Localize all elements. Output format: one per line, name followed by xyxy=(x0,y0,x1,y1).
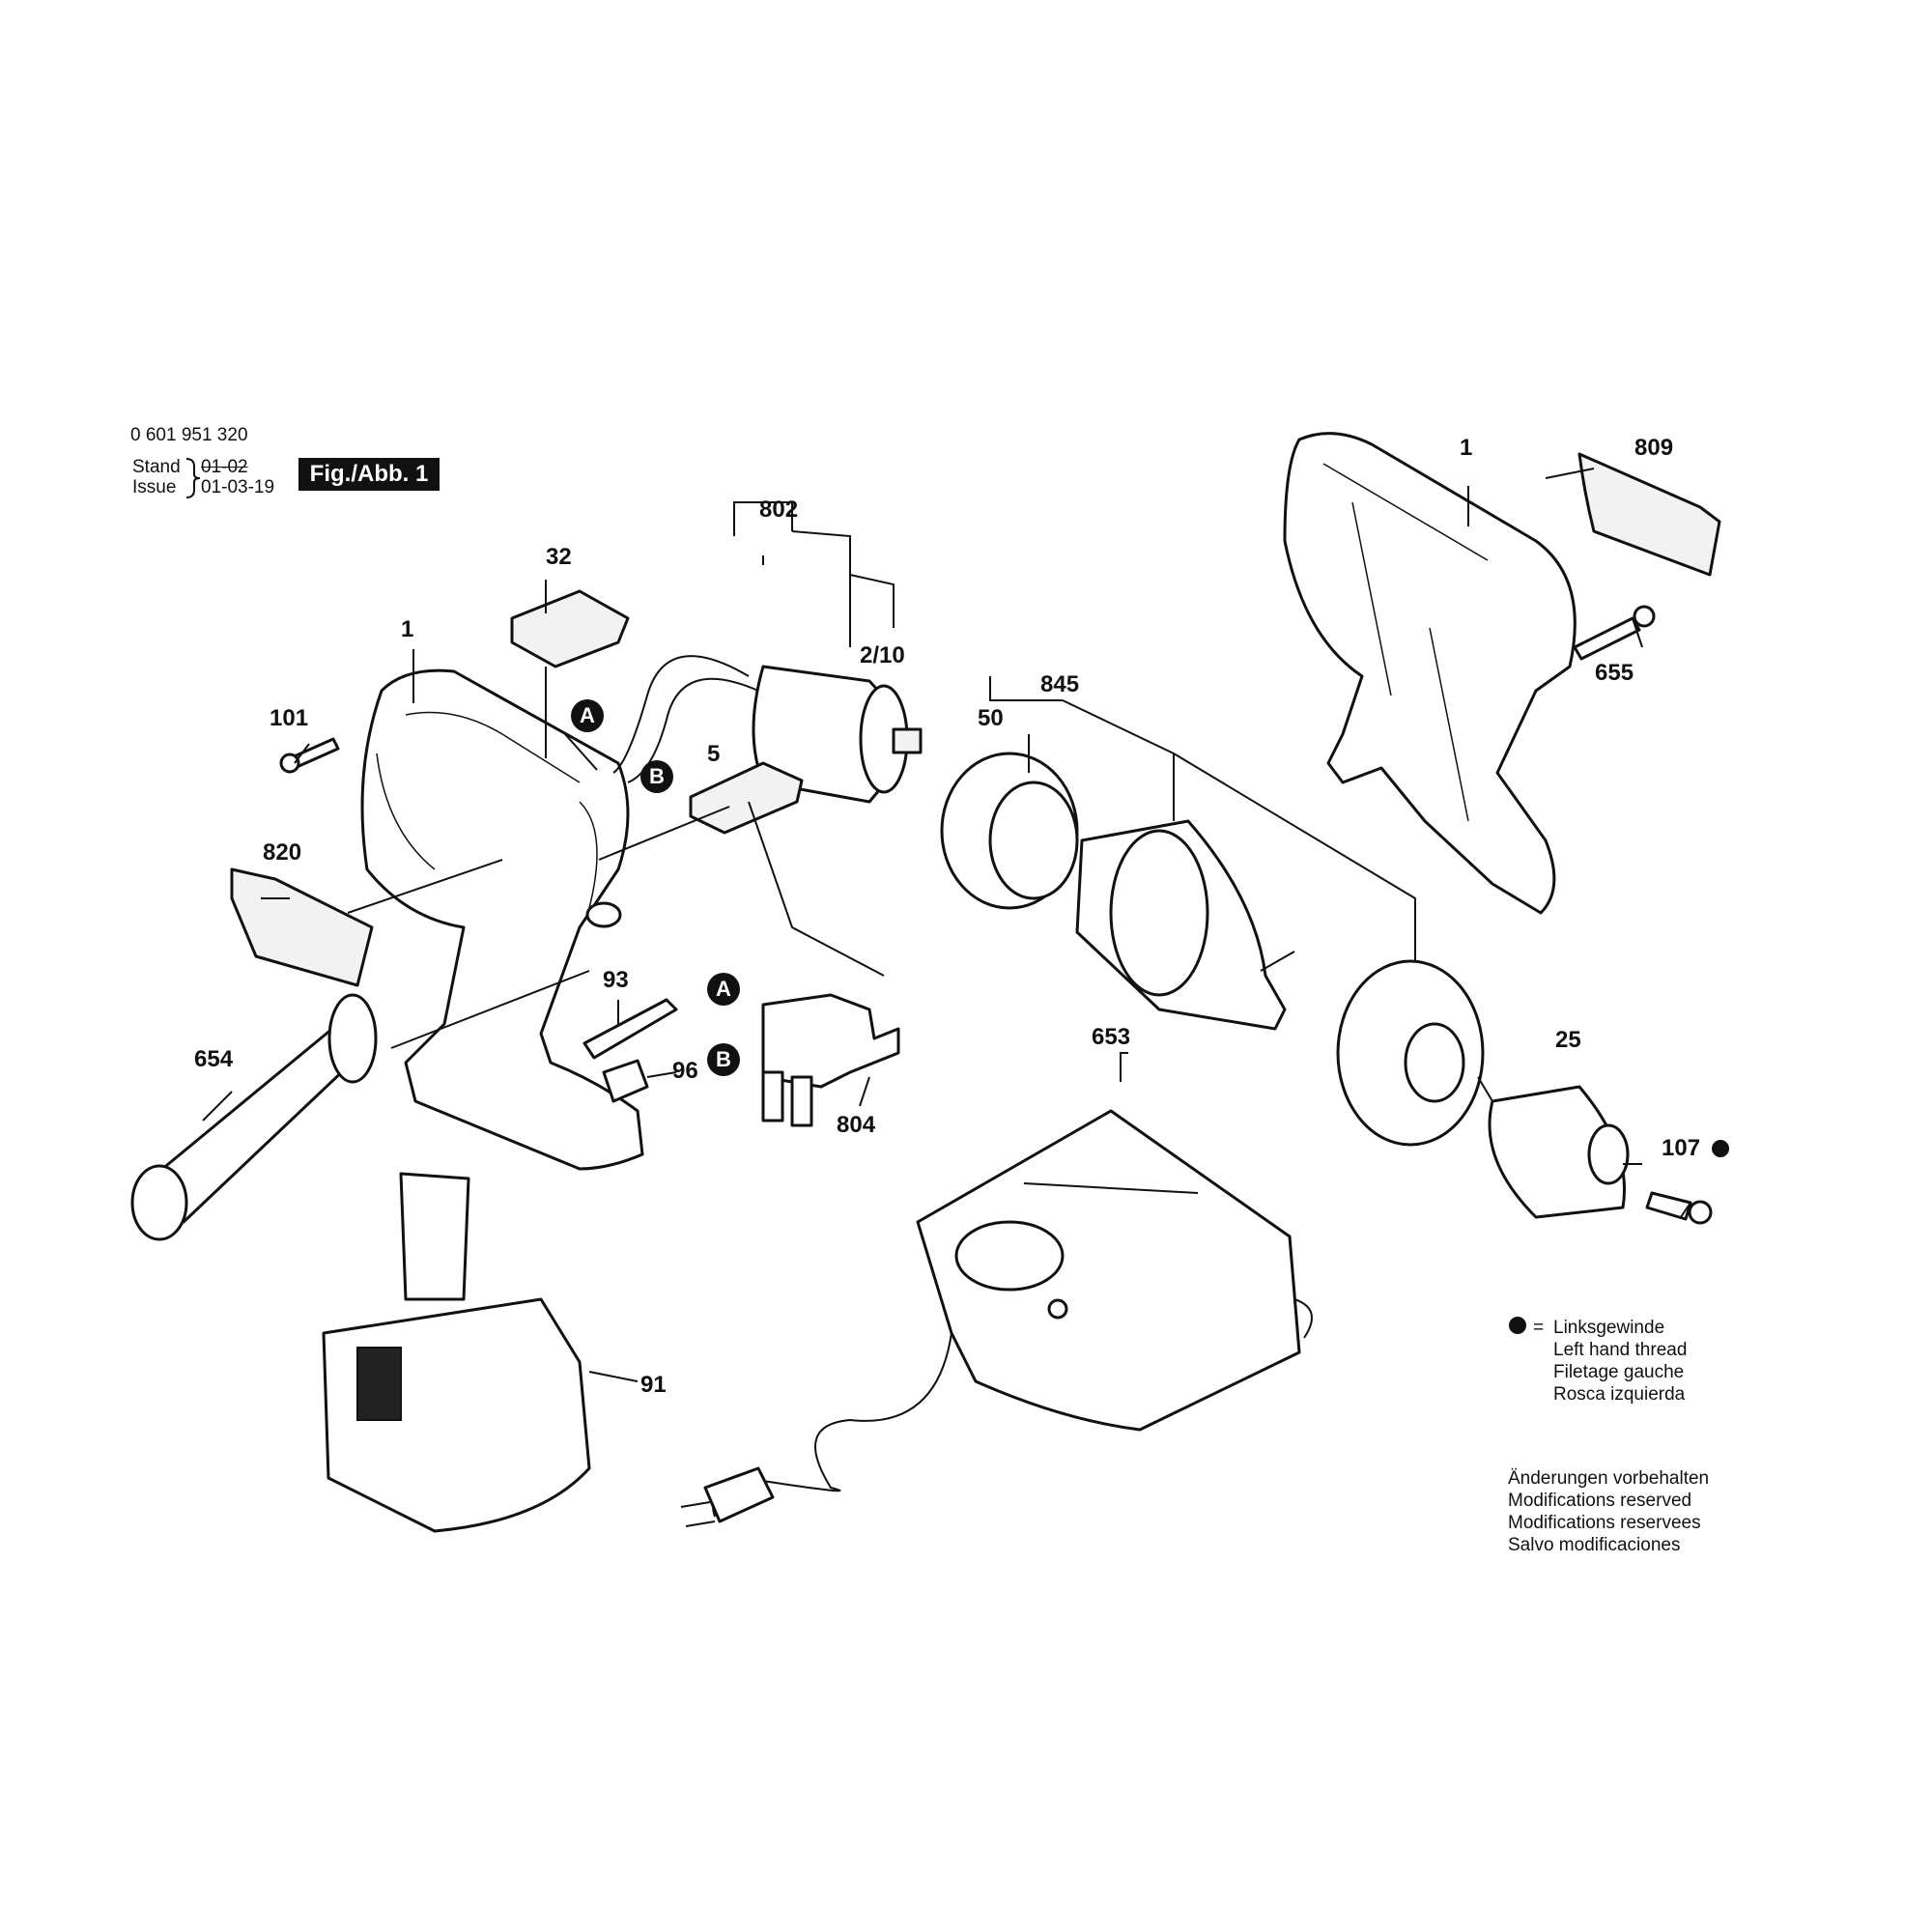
cover-32 xyxy=(510,589,630,668)
marker-a-upper: A xyxy=(571,699,604,732)
callout-820: 820 xyxy=(263,839,302,866)
callout-845: 845 xyxy=(1040,671,1080,697)
callout-654: 654 xyxy=(194,1046,234,1072)
callout-802: 802 xyxy=(759,497,799,523)
callout-96: 96 xyxy=(672,1058,698,1084)
callout-809: 809 xyxy=(1634,435,1674,461)
battery-91 xyxy=(322,1172,591,1533)
callout-1-left: 1 xyxy=(401,616,414,642)
callout-32: 32 xyxy=(546,544,572,570)
legend-equals: = xyxy=(1533,1318,1545,1338)
leader-lines xyxy=(202,468,1691,1382)
legend-thread-en: Left hand thread xyxy=(1553,1340,1688,1360)
ring-50 xyxy=(940,752,1079,910)
screw-107 xyxy=(1645,1191,1713,1225)
callout-804: 804 xyxy=(837,1112,876,1138)
callout-25: 25 xyxy=(1555,1027,1581,1053)
housing-right-half xyxy=(1283,432,1577,915)
gear-ring xyxy=(1336,959,1485,1147)
callout-5: 5 xyxy=(707,741,721,767)
legend-modifications-de: Änderungen vorbehalten xyxy=(1508,1468,1710,1489)
legend-thread-fr: Filetage gauche xyxy=(1553,1362,1685,1382)
marker-b-lower: B xyxy=(707,1043,740,1076)
callout-50: 50 xyxy=(978,705,1004,731)
part-5 xyxy=(689,761,804,835)
housing-left-half xyxy=(360,668,644,1171)
marker-a-lower: A xyxy=(707,973,740,1006)
gearbox-845 xyxy=(1075,819,1295,1031)
stand-value: 01-02 xyxy=(201,457,248,477)
callout-653: 653 xyxy=(1092,1024,1131,1050)
left-hand-thread-dot-107 xyxy=(1712,1140,1729,1157)
legend-modifications-en: Modifications reserved xyxy=(1508,1491,1692,1511)
bit-holder-96 xyxy=(602,1059,649,1103)
brace-symbol xyxy=(185,458,201,498)
legend-modifications-fr: Modifications reservees xyxy=(1508,1513,1701,1533)
callout-1-right: 1 xyxy=(1460,435,1473,461)
callout-655: 655 xyxy=(1595,660,1634,686)
bit-93 xyxy=(582,998,678,1060)
chuck-25 xyxy=(1488,1085,1630,1219)
label-809 xyxy=(1577,452,1721,577)
issue-label: Issue xyxy=(132,477,177,497)
legend-modifications-es: Salvo modificaciones xyxy=(1508,1535,1681,1555)
side-handle-654 xyxy=(130,993,378,1241)
legend-thread-es: Rosca izquierda xyxy=(1553,1384,1686,1405)
motor-802 xyxy=(612,655,923,804)
legend-dot-symbol xyxy=(1509,1317,1526,1334)
part-number: 0 601 951 320 xyxy=(130,425,248,445)
callout-101: 101 xyxy=(270,705,309,731)
callout-93: 93 xyxy=(603,967,629,993)
issue-value: 01-03-19 xyxy=(201,477,275,497)
screw-101 xyxy=(279,737,340,774)
switch-804 xyxy=(761,993,900,1127)
figure-badge: Fig./Abb. 1 xyxy=(298,458,440,491)
legend-thread-de: Linksgewinde xyxy=(1553,1318,1665,1338)
callout-91: 91 xyxy=(640,1372,667,1398)
callout-2-10: 2/10 xyxy=(860,642,905,668)
stand-label: Stand xyxy=(132,457,181,477)
screw-655 xyxy=(1573,605,1656,661)
charger-653 xyxy=(680,1109,1313,1527)
marker-b-upper: B xyxy=(640,760,673,793)
callout-107: 107 xyxy=(1662,1135,1701,1161)
label-820 xyxy=(230,867,374,987)
